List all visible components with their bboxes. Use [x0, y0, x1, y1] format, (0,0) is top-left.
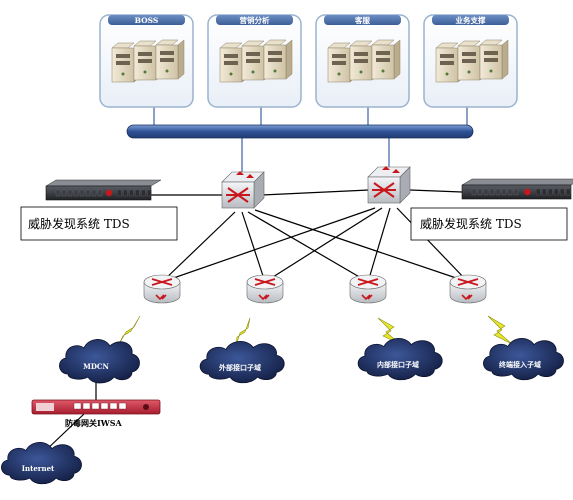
network-cloud: 外部接口子域: [199, 341, 285, 384]
switch-router-link: [161, 211, 236, 283]
server-group-panel: 业务支撑: [423, 14, 518, 108]
tds-appliance-right: [461, 178, 573, 200]
server-icon: [263, 39, 293, 80]
tds-appliance-left: [45, 179, 162, 201]
switch-router-link: [254, 209, 469, 283]
server-icon: [457, 40, 487, 81]
switch-router-link: [161, 207, 376, 283]
server-group-panel: BOSS: [99, 14, 194, 108]
tds-label-left: 威胁发现系统 TDS: [28, 216, 130, 231]
network-cloud: Internet: [1, 442, 82, 485]
server-icon: [155, 39, 185, 80]
cloud-label: 内部接口子域: [377, 360, 419, 369]
network-cloud: 内部接口子域: [357, 338, 443, 381]
server-group-title: BOSS: [135, 16, 159, 25]
rack-server-icon: [45, 179, 162, 201]
server-group-title: 客服: [354, 15, 370, 25]
server-group-title: 营销分析: [240, 15, 270, 25]
server-group-panel: 营销分析: [207, 14, 302, 108]
access-routers: [143, 274, 487, 304]
cloud-label: MDCN: [83, 362, 109, 371]
server-panels: BOSS 营销分析 客服 业务支撑: [99, 14, 518, 108]
server-group-panel: 客服: [315, 14, 410, 108]
network-cloud: MDCN: [59, 339, 140, 384]
server-icon: [371, 39, 401, 80]
cloud-label: Internet: [22, 464, 55, 473]
switch-router-link: [367, 207, 391, 283]
switch-router-link: [396, 207, 469, 283]
network-clouds: MDCN 外部接口子域 内部接口子域 终端接入子域 Internet: [1, 338, 564, 485]
tds-label-box-left: [20, 206, 178, 241]
tds-label-box-right: [410, 207, 568, 241]
switch-interlink: [261, 189, 370, 196]
gateway-appliance: [31, 399, 161, 415]
backbone-bus: [126, 124, 474, 139]
server-icon: [479, 39, 509, 80]
tds-label-right: 威胁发现系统 TDS: [420, 216, 522, 231]
switch-tds-link: [409, 189, 463, 193]
lightning-icon: [487, 315, 513, 345]
core-switch-icon: [367, 166, 411, 204]
switch-router-link: [264, 207, 383, 283]
gateway-internet-link: [43, 413, 85, 453]
rack-server-icon: [461, 178, 573, 200]
server-group-title: 业务支撑: [456, 15, 486, 25]
network-links: [43, 107, 469, 453]
core-switches: [221, 166, 411, 209]
switch-router-link: [241, 211, 266, 283]
core-switch-icon: [221, 171, 265, 209]
router-icon: [349, 274, 387, 304]
cloud-label: 终端接入子域: [499, 360, 541, 369]
router-icon: [143, 274, 181, 304]
cloud-label: 外部接口子域: [219, 363, 261, 372]
switch-router-link: [247, 211, 369, 283]
wan-links: [117, 315, 513, 347]
router-icon: [246, 274, 284, 304]
network-cloud: 终端接入子域: [483, 338, 564, 381]
gateway-label: 防毒网关IWSA: [65, 418, 123, 428]
router-icon: [449, 274, 487, 304]
